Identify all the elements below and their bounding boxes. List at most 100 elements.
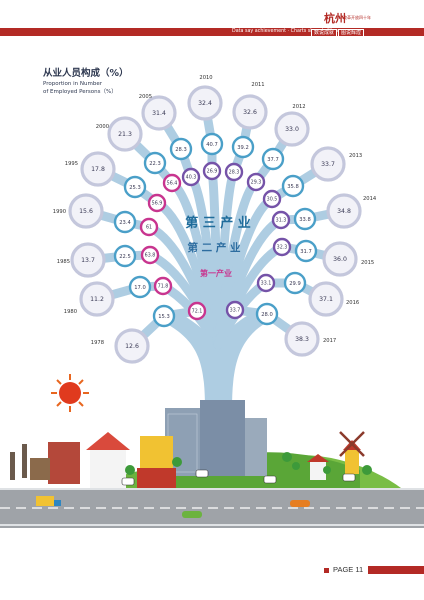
city-buildings bbox=[10, 400, 329, 492]
secondary-bubble: 39.2 bbox=[231, 135, 255, 159]
primary-bubble: 28.3 bbox=[224, 162, 244, 182]
secondary-bubble: 31.7 bbox=[294, 239, 318, 263]
tertiary-bubble: 36.0 bbox=[322, 241, 358, 277]
year-label: 2011 bbox=[251, 82, 264, 88]
secondary-bubble-circle bbox=[169, 137, 193, 161]
secondary-bubble: 37.7 bbox=[261, 147, 285, 171]
top-banner-bar bbox=[0, 28, 424, 36]
secondary-bubble-circle bbox=[293, 207, 317, 231]
secondary-bubble-circle bbox=[113, 244, 137, 268]
chart-title: 从业人员构成（%） bbox=[43, 68, 129, 79]
chart-subtitle-en: Proportion in Number of Employed Persons… bbox=[43, 80, 117, 96]
tertiary-bubble: 33.7 bbox=[310, 146, 346, 182]
year-label: 2015 bbox=[361, 260, 374, 266]
tertiary-bubble-label: 37.1 bbox=[319, 296, 333, 303]
secondary-bubble-circle bbox=[231, 135, 255, 159]
secondary-bubble: 23.4 bbox=[113, 210, 137, 234]
tertiary-bubble: 32.6 bbox=[232, 94, 268, 130]
secondary-bubble-circle bbox=[152, 304, 176, 328]
primary-bubble-circle bbox=[162, 173, 182, 193]
year-label: 2016 bbox=[346, 300, 359, 306]
footer-square bbox=[324, 568, 329, 573]
page-number: PAGE 11 bbox=[333, 565, 364, 574]
year-label: 1995 bbox=[65, 161, 78, 167]
tertiary-bubble-label: 33.0 bbox=[285, 126, 299, 133]
primary-bubble-circle bbox=[246, 172, 266, 192]
tertiary-bubble-circle bbox=[326, 193, 362, 229]
tertiary-bubble-circle bbox=[308, 281, 344, 317]
primary-bubble-label: 33.7 bbox=[230, 308, 241, 314]
tertiary-bubble: 15.6 bbox=[68, 193, 104, 229]
primary-bubble: 29.3 bbox=[246, 172, 266, 192]
tertiary-bubble: 12.6 bbox=[114, 328, 150, 364]
secondary-bubble: 29.9 bbox=[283, 271, 307, 295]
chart-subtitle-line-1: Proportion in Number bbox=[43, 81, 102, 87]
year-label: 2017 bbox=[323, 338, 336, 344]
secondary-bubble: 28.0 bbox=[255, 302, 279, 326]
secondary-bubble: 33.8 bbox=[293, 207, 317, 231]
tertiary-bubble: 31.4 bbox=[141, 95, 177, 131]
tertiary-bubble-circle bbox=[284, 321, 320, 357]
primary-bubble: 32.3 bbox=[272, 237, 292, 257]
secondary-bubble: 40.7 bbox=[200, 132, 224, 156]
primary-bubble: 31.3 bbox=[271, 210, 291, 230]
secondary-bubble-label: 31.7 bbox=[300, 249, 312, 255]
tertiary-bubble-label: 36.0 bbox=[333, 256, 347, 263]
secondary-bubble-circle bbox=[123, 175, 147, 199]
tertiary-bubble: 21.3 bbox=[107, 116, 143, 152]
tertiary-bubble: 33.0 bbox=[274, 111, 310, 147]
primary-bubble-label: 40.3 bbox=[186, 175, 197, 181]
tertiary-bubble: 34.8 bbox=[326, 193, 362, 229]
tertiary-bubble: 32.4 bbox=[187, 85, 223, 121]
primary-bubble-circle bbox=[147, 193, 167, 213]
cow-icons bbox=[121, 469, 356, 486]
logo-tag-1: 数说成就 bbox=[311, 29, 338, 37]
primary-bubble: 63.8 bbox=[140, 245, 160, 265]
tertiary-bubble-circle bbox=[274, 111, 310, 147]
tertiary-bubble-label: 12.6 bbox=[125, 343, 139, 350]
year-label: 2014 bbox=[363, 196, 377, 202]
primary-bubble-label: 26.9 bbox=[207, 169, 218, 175]
primary-bubble-label: 71.8 bbox=[158, 284, 169, 290]
primary-bubble-circle bbox=[187, 301, 207, 321]
secondary-bubble-label: 40.7 bbox=[206, 142, 218, 148]
secondary-bubble-circle bbox=[294, 239, 318, 263]
primary-bubble-label: 32.3 bbox=[277, 245, 288, 251]
tertiary-bubble-label: 32.4 bbox=[198, 100, 212, 107]
secondary-bubble-label: 33.8 bbox=[299, 217, 311, 223]
sun-icon bbox=[51, 374, 89, 412]
banner-text: Data say achievement · Charts show brill… bbox=[232, 29, 344, 34]
secondary-bubble-label: 22.5 bbox=[119, 254, 131, 260]
primary-bubble-circle bbox=[225, 300, 245, 320]
primary-bubble: 40.3 bbox=[181, 167, 201, 187]
sector-label-primary: 第一产业 bbox=[200, 268, 232, 278]
tertiary-bubble-circle bbox=[310, 146, 346, 182]
primary-bubble-label: 56.9 bbox=[152, 201, 163, 207]
year-label: 2012 bbox=[292, 104, 305, 110]
primary-bubble-circle bbox=[262, 189, 282, 209]
year-label: 2013 bbox=[349, 153, 362, 159]
primary-bubble-label: 72.1 bbox=[192, 309, 203, 315]
primary-bubble: 30.5 bbox=[262, 189, 282, 209]
secondary-bubble-label: 15.3 bbox=[158, 314, 170, 320]
secondary-bubble: 17.0 bbox=[128, 275, 152, 299]
primary-bubble: 33.1 bbox=[256, 273, 276, 293]
tertiary-bubble-label: 31.4 bbox=[152, 110, 166, 117]
primary-bubble-circle bbox=[271, 210, 291, 230]
tertiary-bubble-circle bbox=[107, 116, 143, 152]
secondary-bubble: 22.5 bbox=[113, 244, 137, 268]
tertiary-bubble: 38.3 bbox=[284, 321, 320, 357]
primary-bubble: 56.9 bbox=[147, 193, 167, 213]
secondary-bubble-circle bbox=[283, 271, 307, 295]
tertiary-bubble: 13.7 bbox=[70, 242, 106, 278]
windmill-icon bbox=[339, 431, 365, 474]
tertiary-bubble-circle bbox=[322, 241, 358, 277]
year-label: 1978 bbox=[91, 340, 104, 346]
secondary-bubble-label: 29.9 bbox=[289, 281, 301, 287]
year-label: 1980 bbox=[64, 309, 77, 315]
tertiary-bubble-label: 21.3 bbox=[118, 131, 132, 138]
tertiary-bubble-label: 32.6 bbox=[243, 109, 257, 116]
secondary-bubble: 22.3 bbox=[143, 151, 167, 175]
